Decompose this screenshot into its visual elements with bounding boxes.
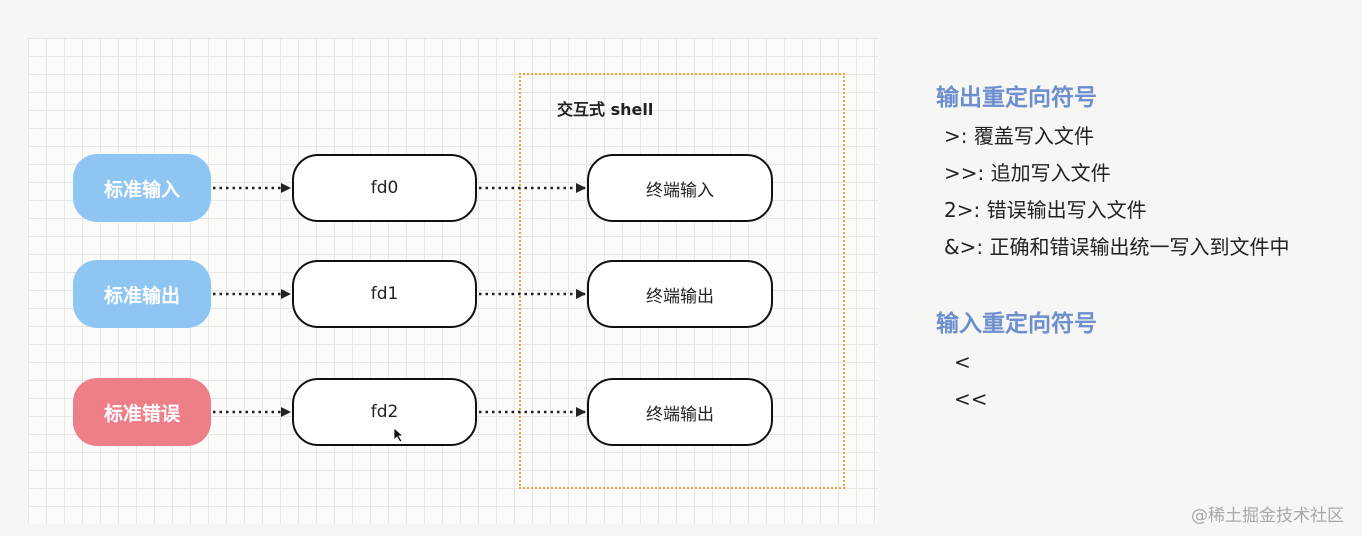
fd2-node: fd2 [292,378,477,446]
terminal-error-output-node: 终端输出 [587,378,773,446]
output-symbol: &>: [944,235,984,259]
fd1-node: fd1 [292,260,477,328]
watermark: @稀土掘金技术社区 [1191,506,1344,526]
output-symbol: 2>: [944,198,981,222]
output-symbol: >: [944,124,968,148]
input-redirection-heading: 输入重定向符号 [936,311,1097,337]
shell-title: 交互式 shell [557,100,654,119]
terminal-output-node: 终端输出 [587,260,773,328]
output-description: 错误输出写入文件 [986,198,1147,222]
redirection-symbols-panel: 输出重定向符号 >: 覆盖写入文件 >>: 追加写入文件 2>: 错误输出写入文… [936,78,1356,418]
shell-boundary [519,73,845,489]
output-symbol: >>: [944,161,985,185]
terminal-input-node: 终端输入 [587,154,773,222]
stdin-node: 标准输入 [73,154,211,222]
fd0-node: fd0 [292,154,477,222]
output-redirection-heading: 输出重定向符号 [936,85,1097,111]
output-item: >: 覆盖写入文件 [936,118,1356,155]
stderr-node: 标准错误 [73,378,211,446]
output-item: 2>: 错误输出写入文件 [936,192,1356,229]
output-item: &>: 正确和错误输出统一写入到文件中 [936,229,1356,266]
stdout-node: 标准输出 [73,260,211,328]
output-description: 追加写入文件 [990,161,1111,185]
mouse-pointer-icon [393,427,405,443]
input-symbol: << [954,387,988,411]
output-item: >>: 追加写入文件 [936,155,1356,192]
arrows-layer [213,183,586,417]
redirection-diagram: 交互式 shell 标准输入 标准输出 标准错误 fd0 fd1 fd2 终端输… [73,73,845,489]
output-description: 正确和错误输出统一写入到文件中 [989,235,1290,259]
output-description: 覆盖写入文件 [973,124,1094,148]
input-symbol: < [954,350,971,374]
